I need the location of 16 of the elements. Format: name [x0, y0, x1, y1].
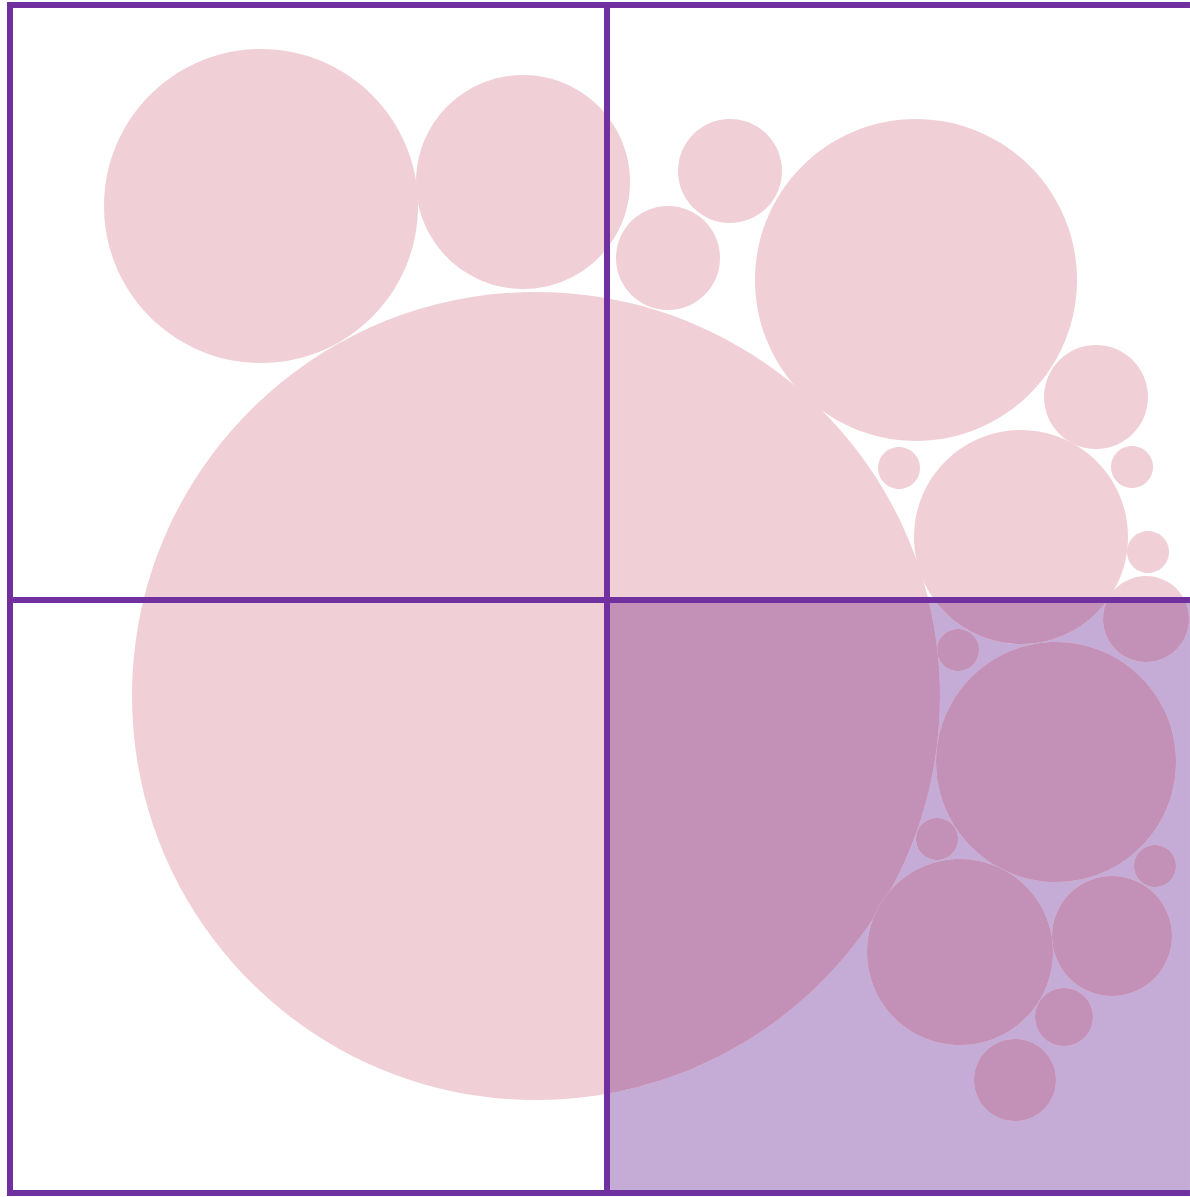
circle: [1044, 345, 1148, 449]
circle: [878, 447, 920, 489]
circle: [916, 818, 958, 860]
circle: [1052, 876, 1172, 996]
circle: [914, 430, 1128, 644]
circle: [1127, 531, 1169, 573]
circle: [678, 119, 782, 223]
circle: [974, 1039, 1056, 1121]
circle: [1103, 576, 1189, 662]
circle: [416, 75, 630, 289]
circle: [1134, 845, 1176, 887]
circle: [132, 292, 940, 1100]
circle: [616, 206, 720, 310]
circle: [1111, 446, 1153, 488]
circle: [937, 629, 979, 671]
circle: [1035, 988, 1093, 1046]
